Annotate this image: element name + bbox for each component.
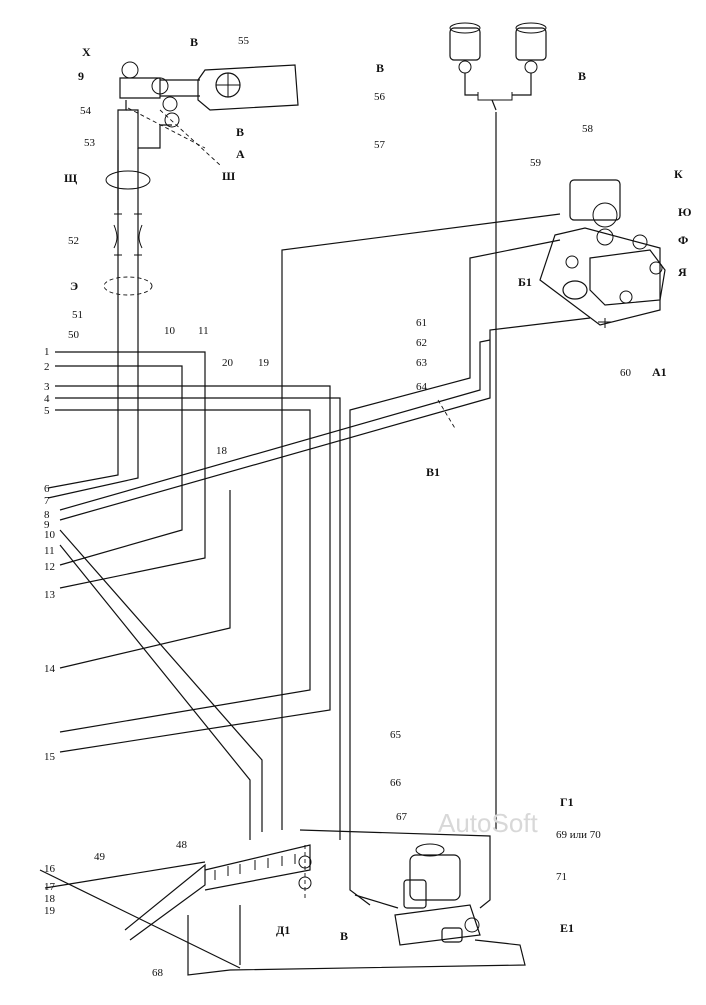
label-16: 16 [44, 863, 56, 875]
top-right-tanks [449, 22, 547, 111]
label-17: 17 [44, 881, 56, 893]
label-B-a: В [190, 35, 198, 49]
pipes-50-51 [47, 148, 153, 499]
bottom-manifold [39, 844, 526, 976]
label-54: 54 [80, 105, 92, 117]
pipes-1-15 [55, 351, 341, 840]
label-52: 52 [68, 235, 79, 247]
label-E: Э [70, 279, 78, 293]
label-D1: Д1 [276, 923, 290, 937]
label-18b: 18 [44, 893, 56, 905]
label-Sh: Ш [222, 169, 235, 183]
label-10-top: 10 [164, 325, 176, 337]
label-67: 67 [396, 811, 408, 823]
label-61: 61 [416, 317, 427, 329]
label-K: К [674, 167, 683, 181]
label-B-b: В [236, 125, 244, 139]
label-2: 2 [44, 361, 50, 373]
label-64: 64 [416, 381, 428, 393]
label-71: 71 [556, 871, 567, 883]
label-B-c: В [376, 61, 384, 75]
label-59: 59 [530, 157, 542, 169]
label-55: 55 [238, 35, 250, 47]
label-A1: А1 [652, 365, 667, 379]
label-57: 57 [374, 139, 386, 151]
top-right-valve-block [539, 179, 666, 328]
label-7: 7 [44, 495, 50, 507]
label-3: 3 [44, 381, 50, 393]
label-Ya: Я [678, 265, 687, 279]
label-B1: Б1 [518, 275, 532, 289]
label-1: 1 [44, 346, 50, 358]
label-4: 4 [44, 393, 50, 405]
top-left-valve-assembly [117, 61, 299, 210]
label-11b: 11 [44, 545, 55, 557]
label-Yu: Ю [678, 205, 692, 219]
label-69-or-70: 69 или 70 [556, 829, 601, 841]
label-50: 50 [68, 329, 80, 341]
label-62: 62 [416, 337, 427, 349]
label-E1: Е1 [560, 921, 574, 935]
label-A: А [236, 147, 245, 161]
label-56: 56 [374, 91, 386, 103]
label-X: Х [82, 45, 91, 59]
label-Shch: Щ [64, 171, 78, 185]
label-13: 13 [44, 589, 56, 601]
pipes-61-64 [59, 112, 591, 906]
label-58: 58 [582, 123, 594, 135]
label-6: 6 [44, 483, 50, 495]
label-10b: 10 [44, 529, 56, 541]
labels-top-right: В В 56 57 58 59 К Ю Ф Б1 Я 61 62 63 64 6… [374, 61, 692, 479]
label-9b: 9 [44, 519, 50, 531]
label-B-d: В [578, 69, 586, 83]
label-68: 68 [152, 967, 164, 979]
label-19: 19 [258, 357, 270, 369]
label-51: 51 [72, 309, 83, 321]
label-66: 66 [390, 777, 402, 789]
label-19b: 19 [44, 905, 56, 917]
label-V1: В1 [426, 465, 440, 479]
watermark: AutoSoft [438, 808, 539, 838]
label-53: 53 [84, 137, 96, 149]
label-F: Ф [678, 233, 688, 247]
labels-top-left: Х 9 В 55 54 53 В А Ш Щ 52 Э 51 50 [64, 35, 250, 341]
bottom-valve [299, 829, 491, 946]
label-G1: Г1 [560, 795, 574, 809]
label-65: 65 [390, 729, 402, 741]
labels-left-ends: 6 7 8 9 10 11 12 13 14 15 [44, 483, 56, 763]
label-12: 12 [44, 561, 55, 573]
label-15: 15 [44, 751, 56, 763]
label-49: 49 [94, 851, 106, 863]
label-5: 5 [44, 405, 50, 417]
labels-middle: 1 2 3 4 5 10 11 20 19 18 [44, 325, 270, 457]
label-60: 60 [620, 367, 632, 379]
label-18: 18 [216, 445, 228, 457]
labels-bottom: 65 66 67 Г1 69 или 70 71 Е1 В Д1 48 49 1… [44, 729, 601, 979]
label-8: 8 [44, 509, 50, 521]
label-11-top: 11 [198, 325, 209, 337]
label-B-e: В [340, 929, 348, 943]
label-63: 63 [416, 357, 428, 369]
label-20: 20 [222, 357, 234, 369]
label-48: 48 [176, 839, 188, 851]
label-14: 14 [44, 663, 56, 675]
label-9: 9 [78, 69, 84, 83]
